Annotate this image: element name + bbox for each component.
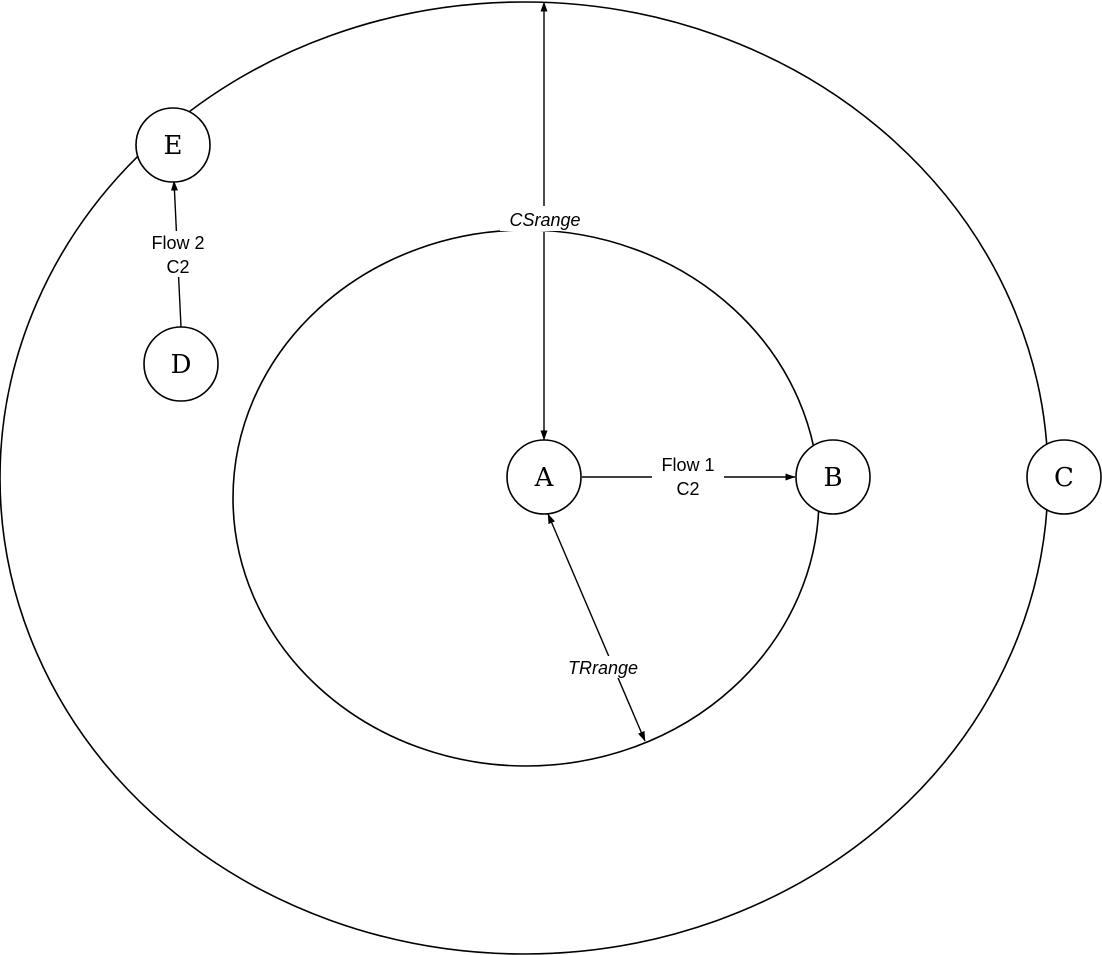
flow-2-label-bg	[142, 231, 214, 277]
node-d: D	[143, 326, 219, 402]
flow-1-label-line2: C2	[676, 479, 699, 499]
flow-2-label-line1: Flow 2	[151, 233, 204, 253]
flow-2-label-line2: C2	[166, 257, 189, 277]
cs-range-label-bg	[500, 207, 590, 231]
cs-range-label: CSrange	[509, 210, 580, 230]
node-b: B	[795, 439, 871, 515]
node-c: C	[1026, 439, 1102, 515]
node-d-label: D	[171, 350, 192, 380]
node-c-label: C	[1054, 463, 1074, 493]
node-a: A	[506, 439, 582, 515]
flow-1-label-bg	[652, 453, 724, 499]
tr-range-arrow	[547, 513, 646, 742]
tr-range-label: TRrange	[568, 658, 638, 678]
node-b-label: B	[823, 463, 842, 493]
node-a-label: A	[534, 463, 555, 493]
node-e: E	[135, 107, 211, 183]
node-e-label: E	[164, 131, 183, 161]
flow-1-label-line1: Flow 1	[661, 455, 714, 475]
tr-range-label-bg	[560, 656, 646, 678]
